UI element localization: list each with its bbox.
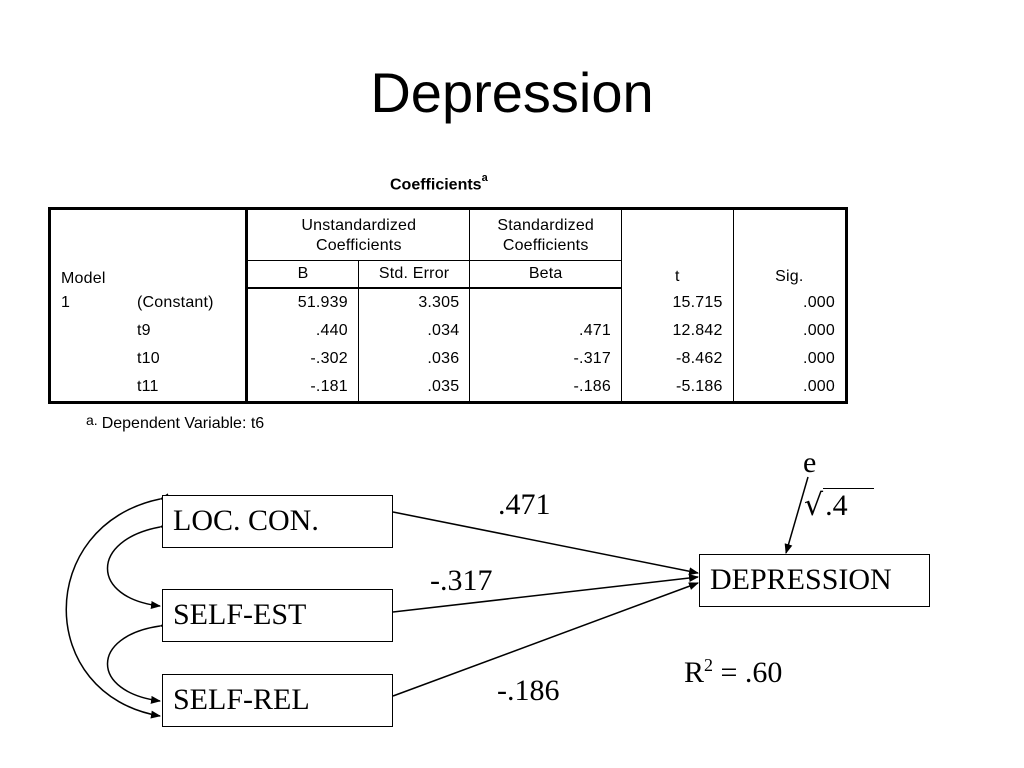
slide-title: Depression: [370, 61, 654, 124]
table-row: t10 -.302 .036 -.317 -8.462 .000: [50, 345, 847, 373]
path-arrow-self-est: [392, 574, 699, 613]
error-arrow: [784, 476, 809, 554]
error-variance: √.4: [804, 488, 874, 523]
error-label: e: [803, 446, 817, 479]
path-arrow-self-rel: [392, 582, 699, 697]
box-self-rel: SELF-REL: [162, 674, 393, 727]
r2-value: = .60: [713, 656, 783, 689]
t-cell: -8.462: [621, 345, 734, 373]
correlation-curve-outer: [65, 493, 170, 719]
correlation-curve-upper: [106, 521, 170, 609]
se-cell: 3.305: [357, 288, 470, 317]
beta-cell: -.317: [469, 345, 622, 373]
t-cell: 12.842: [621, 317, 734, 345]
row-name: t11: [137, 378, 159, 395]
row-name: t10: [137, 350, 160, 367]
b-cell: 51.939: [245, 288, 359, 317]
table-footnote: a.Dependent Variable: t6: [86, 412, 264, 433]
sig-cell: .000: [732, 288, 847, 317]
sig-cell: .000: [732, 317, 847, 345]
t-cell: 15.715: [621, 288, 734, 317]
model-header: Model: [61, 270, 106, 287]
correlation-curve-lower: [106, 620, 170, 704]
footnote-text: Dependent Variable: t6: [101, 415, 265, 432]
coefficients-table: Model Unstandardized Coefficients Standa…: [48, 207, 848, 404]
sig-cell: .000: [732, 373, 847, 403]
table-row: 1 (Constant) 51.939 3.305 15.715 .000: [50, 288, 847, 317]
box-depression: DEPRESSION: [699, 554, 930, 607]
beta-cell: [469, 288, 622, 317]
path-arrows: [65, 476, 809, 719]
table-row: t11 -.181 .035 -.186 -5.186 .000: [50, 373, 847, 403]
b-cell: -.181: [245, 373, 359, 403]
sig-header: Sig.: [732, 208, 847, 288]
error-value: .4: [823, 488, 874, 522]
table-caption: Coefficientsa: [390, 172, 488, 194]
se-cell: .036: [357, 345, 470, 373]
b-header: B: [245, 260, 359, 289]
r2-prefix: R: [684, 656, 705, 689]
row-name: (Constant): [137, 293, 214, 311]
se-header: Std. Error: [357, 260, 470, 289]
se-cell: .035: [357, 373, 470, 403]
t-header: t: [621, 208, 734, 288]
table-row: t9 .440 .034 .471 12.842 .000: [50, 317, 847, 345]
path-label-self-est: -.317: [430, 564, 493, 597]
sqrt-symbol: √: [804, 488, 824, 523]
table-caption-text: Coefficients: [390, 176, 482, 194]
se-cell: .034: [357, 317, 470, 345]
unstandardized-header: Unstandardized Coefficients: [245, 208, 470, 261]
t-cell: -5.186: [621, 373, 734, 403]
path-arrow-loc-con: [392, 511, 699, 576]
r2-exponent: 2: [704, 655, 714, 675]
sig-cell: .000: [732, 345, 847, 373]
box-loc-con: LOC. CON.: [162, 495, 393, 548]
model-number: 1: [61, 293, 71, 311]
path-diagram: LOC. CON. SELF-EST SELF-REL DEPRESSION .…: [0, 440, 1024, 768]
path-label-self-rel: -.186: [497, 674, 560, 707]
beta-header: Beta: [469, 260, 622, 289]
r-squared: R2 = .60: [684, 655, 782, 690]
row-name: t9: [137, 322, 151, 339]
beta-cell: -.186: [469, 373, 622, 403]
b-cell: .440: [245, 317, 359, 345]
box-self-est: SELF-EST: [162, 589, 393, 642]
path-label-loc-con: .471: [498, 488, 551, 521]
beta-cell: .471: [469, 317, 622, 345]
footnote-mark: a.: [86, 412, 98, 428]
table-caption-mark: a: [481, 172, 488, 184]
b-cell: -.302: [245, 345, 359, 373]
standardized-header: Standardized Coefficients: [469, 208, 622, 261]
